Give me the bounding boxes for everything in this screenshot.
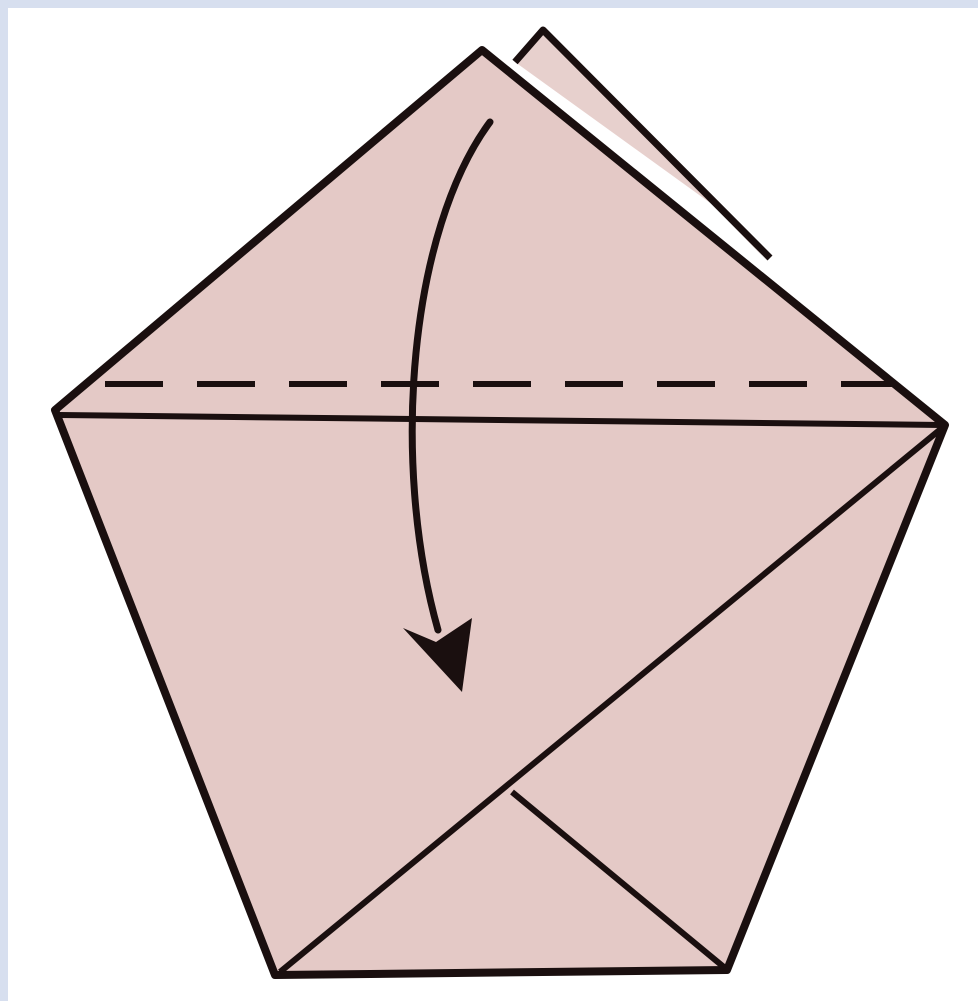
pentagon-paper <box>55 50 945 975</box>
